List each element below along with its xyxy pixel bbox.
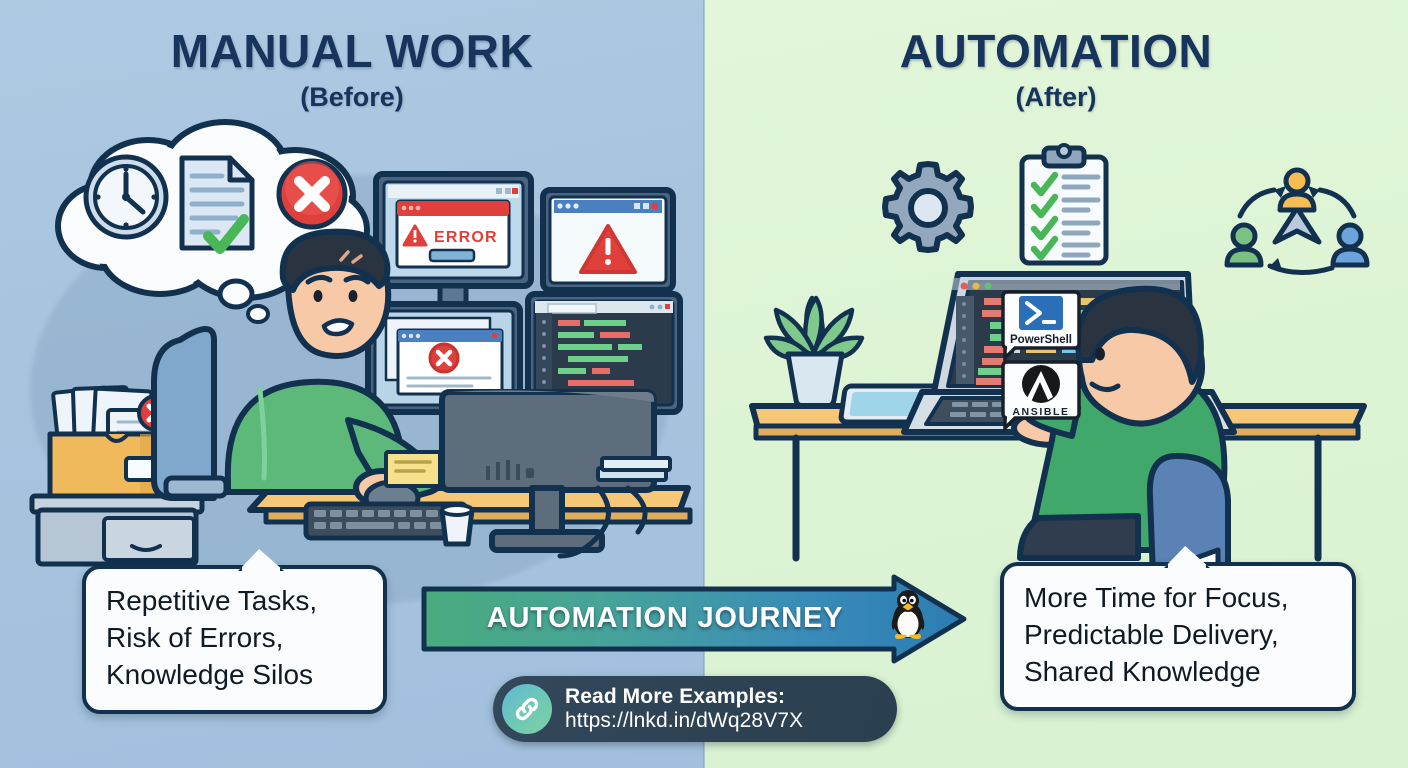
- person-node-green: [1224, 222, 1264, 268]
- monitor-x-dialog: [365, 301, 523, 415]
- powershell-badge: PowerShell: [1001, 290, 1081, 363]
- person-stressed: [224, 228, 443, 508]
- thought-bubble-dot-small: [246, 304, 270, 324]
- left-desk-scene: [151, 228, 693, 559]
- clipboard-check-rows: [1030, 171, 1101, 261]
- left-caption-line-1: Repetitive Tasks,: [106, 585, 318, 616]
- person-node-orange: [1277, 167, 1317, 213]
- powershell-badge-label: PowerShell: [1010, 334, 1072, 346]
- books-stack: [596, 456, 672, 482]
- right-heading: AUTOMATION: [899, 25, 1213, 77]
- front-monitor-back: [439, 389, 657, 553]
- panel-divider: [703, 0, 705, 768]
- person-node-blue: [1330, 222, 1370, 268]
- red-x-icon: [276, 158, 348, 230]
- cables: [557, 485, 648, 559]
- left-monitor-cluster: ERROR: [365, 171, 683, 431]
- left-caption-line-2: Risk of Errors,: [106, 621, 284, 653]
- thought-bubble-dot-large: [217, 278, 255, 310]
- automation-journey-label: AUTOMATION JOURNEY: [486, 601, 844, 634]
- link-url[interactable]: https://lnkd.in/dWq28V7X: [565, 709, 804, 732]
- ansible-badge: ANSIBLE: [1001, 360, 1081, 433]
- automation-journey-arrow: [421, 574, 967, 664]
- ansible-badge-label: ANSIBLE: [1012, 406, 1069, 418]
- link-text-group: Read More Examples: https://lnkd.in/dWq2…: [565, 685, 803, 732]
- right-caption-line-1: More Time for Focus,: [1024, 582, 1289, 613]
- link-title: Read More Examples:: [565, 685, 786, 709]
- left-heading: MANUAL WORK: [170, 25, 534, 77]
- linux-tux-icon: [891, 590, 925, 639]
- link-chain-icon: [502, 684, 552, 734]
- right-caption-line-2: Predictable Delivery,: [1024, 618, 1279, 650]
- right-subheading: (After): [1015, 82, 1097, 112]
- left-caption-line-3: Knowledge Silos: [106, 658, 314, 690]
- clipboard-checklist-icon: [1019, 143, 1109, 266]
- left-heading-group: MANUAL WORK (Before): [0, 28, 704, 113]
- warning-triangle-icon: [579, 224, 637, 274]
- clock-icon: [83, 154, 169, 240]
- office-chair: [151, 326, 217, 501]
- left-caption-box: Repetitive Tasks, Risk of Errors, Knowle…: [82, 549, 387, 714]
- read-more-link-pill[interactable]: Read More Examples: https://lnkd.in/dWq2…: [493, 676, 897, 742]
- monitor-error-dialog: ERROR: [373, 171, 534, 316]
- right-caption-line-3: Shared Knowledge: [1024, 655, 1261, 687]
- sticky-note: [384, 450, 442, 488]
- document-check-icon: [179, 155, 255, 254]
- automation-journey-banner: AUTOMATION JOURNEY: [420, 579, 965, 657]
- left-subheading: (Before): [300, 82, 404, 112]
- gear-icon: [882, 161, 974, 253]
- red-x-icon: [428, 342, 460, 374]
- right-caption-box: More Time for Focus, Predictable Deliver…: [1000, 546, 1356, 711]
- collaboration-network-icon: [1224, 167, 1370, 276]
- right-heading-group: AUTOMATION (After): [704, 28, 1408, 113]
- error-dialog-text: ERROR: [434, 229, 498, 246]
- coffee-cup: [439, 503, 475, 547]
